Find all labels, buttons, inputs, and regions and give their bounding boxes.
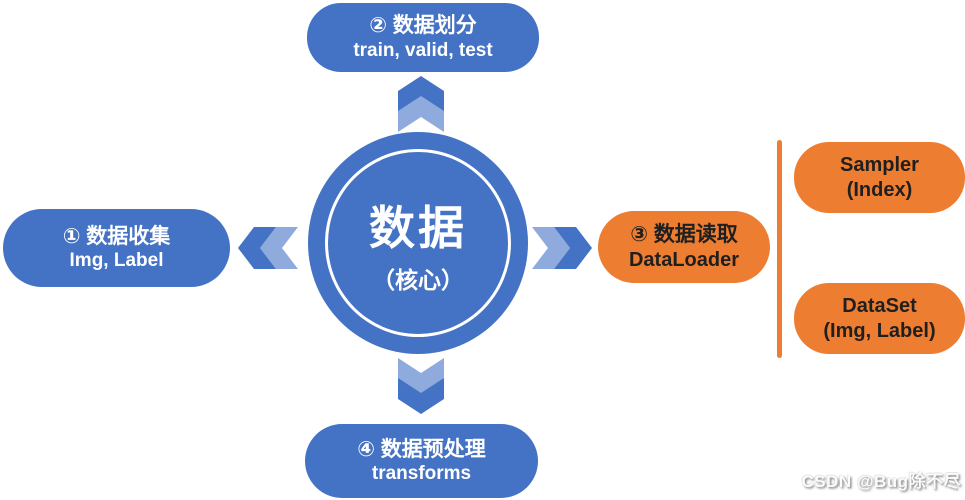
arrow-up-icon [398, 76, 444, 132]
node-data-collection: ① 数据收集 Img, Label [3, 209, 230, 287]
arrow-right-icon [532, 227, 592, 269]
node-data-split-title: ② 数据划分 [369, 14, 477, 38]
bracket-line [777, 140, 782, 358]
node-data-collection-subtitle: Img, Label [69, 250, 164, 272]
detail-box-sampler: Sampler (Index) [794, 142, 965, 213]
detail-box-dataset: DataSet (Img, Label) [794, 283, 965, 354]
sampler-subtitle: (Index) [846, 178, 913, 201]
node-data-preprocess-title: ④ 数据预处理 [357, 437, 486, 461]
arrow-down-icon [398, 358, 444, 414]
dataset-title: DataSet [842, 294, 917, 317]
watermark: CSDN @Bug除不尽 [801, 472, 961, 491]
circle-inner-ring [325, 149, 511, 337]
node-data-preprocess: ④ 数据预处理 transforms [305, 424, 538, 498]
node-data-split: ② 数据划分 train, valid, test [307, 3, 539, 72]
dataset-subtitle: (Img, Label) [823, 319, 936, 342]
node-data-loading: ③ 数据读取 DataLoader [598, 211, 770, 283]
node-data-collection-title: ① 数据收集 [62, 224, 171, 248]
node-data-loading-subtitle: DataLoader [628, 248, 740, 271]
node-data-loading-title: ③ 数据读取 [630, 223, 738, 246]
node-data-split-subtitle: train, valid, test [353, 39, 493, 61]
center-subtitle: （核心） [372, 266, 464, 293]
node-data-preprocess-subtitle: transforms [371, 463, 472, 485]
arrow-left-icon [238, 227, 298, 269]
center-circle: 数据 （核心） [308, 132, 528, 354]
sampler-title: Sampler [840, 153, 919, 176]
center-title: 数据 [369, 201, 467, 254]
